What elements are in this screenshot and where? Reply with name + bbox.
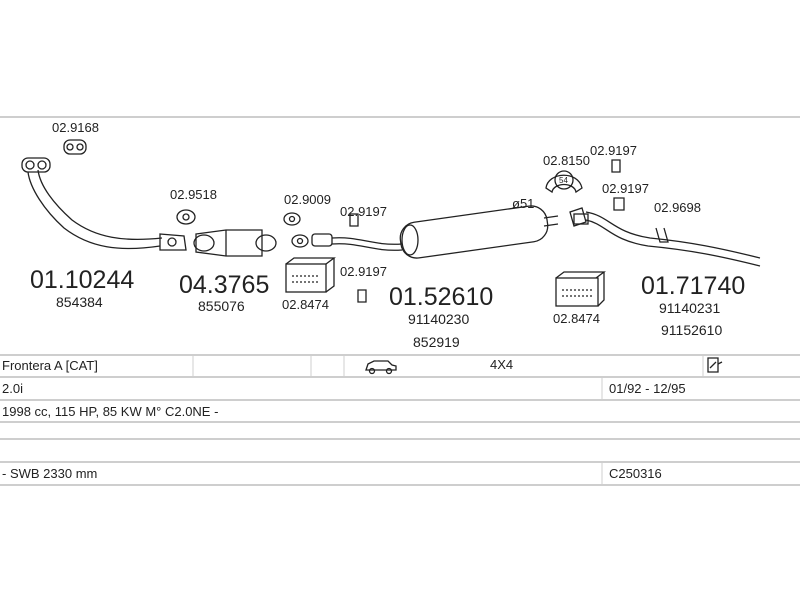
model-cell: Frontera A [CAT] [2, 358, 98, 373]
clamp-label-c: 02.9197 [590, 143, 637, 158]
code-cell: C250316 [609, 466, 662, 481]
specs-cell: 1998 cc, 115 HP, 85 KW M° C2.0NE - [2, 404, 218, 419]
oe-number-3b: 852919 [413, 334, 460, 350]
gasket-icon [283, 212, 309, 248]
info-table [0, 354, 800, 486]
catalyst-drawing [193, 229, 277, 257]
hanger-size-label: 54 [559, 176, 568, 185]
oe-number-3a: 91140230 [408, 311, 469, 327]
clamp-label-b: 02.9197 [340, 264, 387, 279]
mounting-kit-icon [555, 271, 606, 307]
clamp-icon [611, 159, 625, 211]
part-number-1: 01.10244 [30, 266, 134, 294]
wheelbase-cell: - SWB 2330 mm [2, 466, 97, 481]
oe-number-4b: 91152610 [661, 322, 722, 338]
clamp-icon [349, 213, 367, 303]
mounting-kit-icon [285, 257, 336, 293]
middle-pipe-drawing [311, 233, 403, 251]
oe-number-2: 855076 [198, 298, 245, 314]
hanger-label: 02.8150 [543, 153, 590, 168]
drive-cell: 4X4 [490, 357, 513, 372]
document-icon [707, 357, 723, 373]
gasket-icon [176, 209, 196, 225]
car-icon [365, 360, 397, 375]
bracket-label: 02.9698 [654, 200, 701, 215]
clamp-label-a: 02.9197 [340, 204, 387, 219]
gasket-label-c: 02.9009 [284, 192, 331, 207]
oe-number-4a: 91140231 [659, 300, 720, 316]
gasket-label-b: 02.9518 [170, 187, 217, 202]
clamp-label-d: 02.9197 [602, 181, 649, 196]
engine-cell: 2.0i [2, 381, 23, 396]
rubber-hanger-icon [545, 170, 583, 194]
gasket-label-a: 02.9168 [52, 120, 99, 135]
bracket-icon [655, 227, 669, 243]
kit-label-a: 02.8474 [282, 297, 329, 312]
kit-label-b: 02.8474 [553, 311, 600, 326]
gasket-icon [63, 139, 87, 155]
front-pipe-drawing [21, 157, 187, 251]
rear-pipe-drawing [569, 207, 761, 267]
period-cell: 01/92 - 12/95 [609, 381, 686, 396]
middle-silencer-drawing [399, 205, 559, 259]
diameter-label: ø51 [512, 196, 534, 211]
part-number-4: 01.71740 [641, 272, 745, 300]
part-number-2: 04.3765 [179, 271, 269, 299]
part-number-3: 01.52610 [389, 283, 493, 311]
oe-number-1: 854384 [56, 294, 103, 310]
